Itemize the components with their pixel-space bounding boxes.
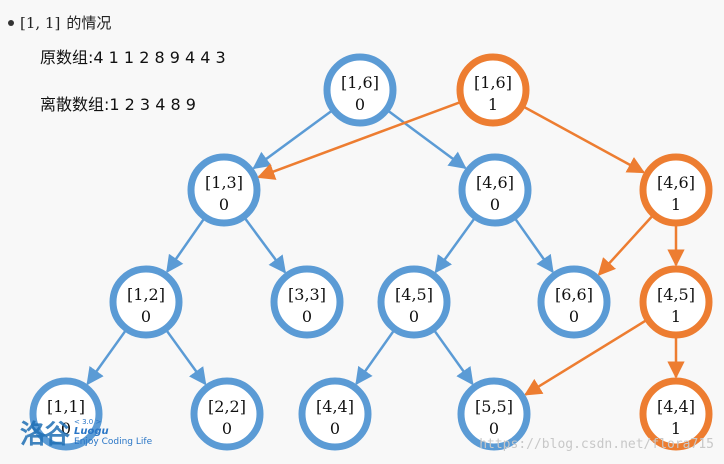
node-circle [639, 153, 713, 227]
edge-n45b-n55 [524, 319, 646, 396]
edge-n16a-n46a [388, 110, 467, 170]
section-heading: [1, 1] 的情况 [8, 12, 111, 33]
tree-node-n13: [1,3] 0 [187, 153, 261, 227]
node-range-label: [4,5] [657, 285, 695, 304]
tree-node-n33: [3,3] 0 [270, 265, 344, 339]
tree-node-n11: [1,1] 0 [29, 377, 103, 451]
tree-node-n46a: [4,6] 0 [458, 153, 532, 227]
node-range-label: [4,4] [657, 397, 695, 416]
node-range-label: [1,6] [341, 73, 379, 92]
edge-n13-n12 [166, 218, 205, 274]
node-circle [270, 265, 344, 339]
tree-node-n45a: [4,5] 0 [377, 265, 451, 339]
logo-version: < 3.0 > [74, 418, 102, 426]
node-range-label: [5,5] [475, 397, 513, 416]
node-value-label: 0 [355, 95, 365, 114]
edge-n12-n22 [166, 330, 207, 386]
tree-node-n22: [2,2] 0 [190, 377, 264, 451]
node-circle [298, 377, 372, 451]
tree-node-n55: [5,5] 0 [457, 377, 531, 451]
node-value-label: 0 [569, 307, 579, 326]
node-value-label: 0 [409, 307, 419, 326]
heading-math: [1, 1] [20, 13, 61, 32]
tree-node-n66: [6,6] 0 [537, 265, 611, 339]
luogu-logo: 洛谷 < 3.0 > Luogu Enjoy Coding Life [20, 414, 152, 451]
node-value-label: 1 [671, 419, 681, 438]
tree-node-n16a: [1,6] 0 [323, 53, 397, 127]
node-value-label: 1 [671, 307, 681, 326]
edge-n45a-n44a [355, 330, 395, 386]
tree-node-n44b: [4,4] 1 [639, 377, 713, 451]
node-circle [456, 53, 530, 127]
logo-mark: 洛谷 [20, 420, 70, 450]
bullet-icon [8, 19, 14, 26]
node-value-label: 0 [490, 195, 500, 214]
node-range-label: [2,2] [208, 397, 246, 416]
node-circle [187, 153, 261, 227]
node-range-label: [4,6] [476, 173, 514, 192]
node-range-label: [1,3] [205, 173, 243, 192]
edge-n16a-n13 [252, 110, 332, 170]
logo-slogan: Enjoy Coding Life [74, 437, 153, 447]
node-range-label: [4,4] [316, 397, 354, 416]
node-value-label: 1 [671, 195, 681, 214]
node-range-label: [1,6] [474, 73, 512, 92]
node-range-label: [1,1] [47, 397, 85, 416]
watermark-url: https://blog.csdn.net/flora715 [479, 437, 714, 452]
tree-node-n44a: [4,4] 0 [298, 377, 372, 451]
node-circle [457, 377, 531, 451]
node-range-label: [4,6] [657, 173, 695, 192]
node-value-label: 0 [219, 195, 229, 214]
logo-name: Luogu [74, 426, 109, 437]
edge-n45a-n55 [433, 330, 474, 386]
node-value-label: 0 [489, 419, 499, 438]
edge-n12-n11 [86, 330, 127, 386]
node-circle [323, 53, 397, 127]
edge-n16b-n46b [523, 106, 646, 174]
tree-node-n12: [1,2] 0 [109, 265, 183, 339]
node-value-label: 0 [61, 419, 71, 438]
node-range-label: [4,5] [395, 285, 433, 304]
node-circle [458, 153, 532, 227]
node-circle [29, 377, 103, 451]
node-range-label: [6,6] [555, 285, 593, 304]
node-value-label: 1 [488, 95, 498, 114]
node-value-label: 0 [330, 419, 340, 438]
tree-node-n46b: [4,6] 1 [639, 153, 713, 227]
heading-text: 的情况 [66, 14, 112, 32]
edge-n16b-n13 [257, 101, 460, 180]
node-circle [639, 377, 713, 451]
tree-node-n16b: [1,6] 1 [456, 53, 530, 127]
node-value-label: 0 [302, 307, 312, 326]
edge-n46a-n45a [434, 218, 475, 274]
tree-node-n45b: [4,5] 1 [639, 265, 713, 339]
node-circle [377, 265, 451, 339]
node-value-label: 0 [222, 419, 232, 438]
node-range-label: [3,3] [288, 285, 326, 304]
node-circle [109, 265, 183, 339]
edge-n13-n33 [244, 218, 287, 274]
node-circle [639, 265, 713, 339]
node-circle [190, 377, 264, 451]
node-circle [537, 265, 611, 339]
node-range-label: [1,2] [127, 285, 165, 304]
edge-n46a-n66 [514, 218, 554, 274]
discrete-array-text: 离散数组:1 2 3 4 8 9 [40, 95, 196, 114]
original-array-text: 原数组:4 1 1 2 8 9 4 4 3 [40, 48, 226, 67]
edge-n46b-n66 [597, 215, 653, 276]
node-value-label: 0 [141, 307, 151, 326]
